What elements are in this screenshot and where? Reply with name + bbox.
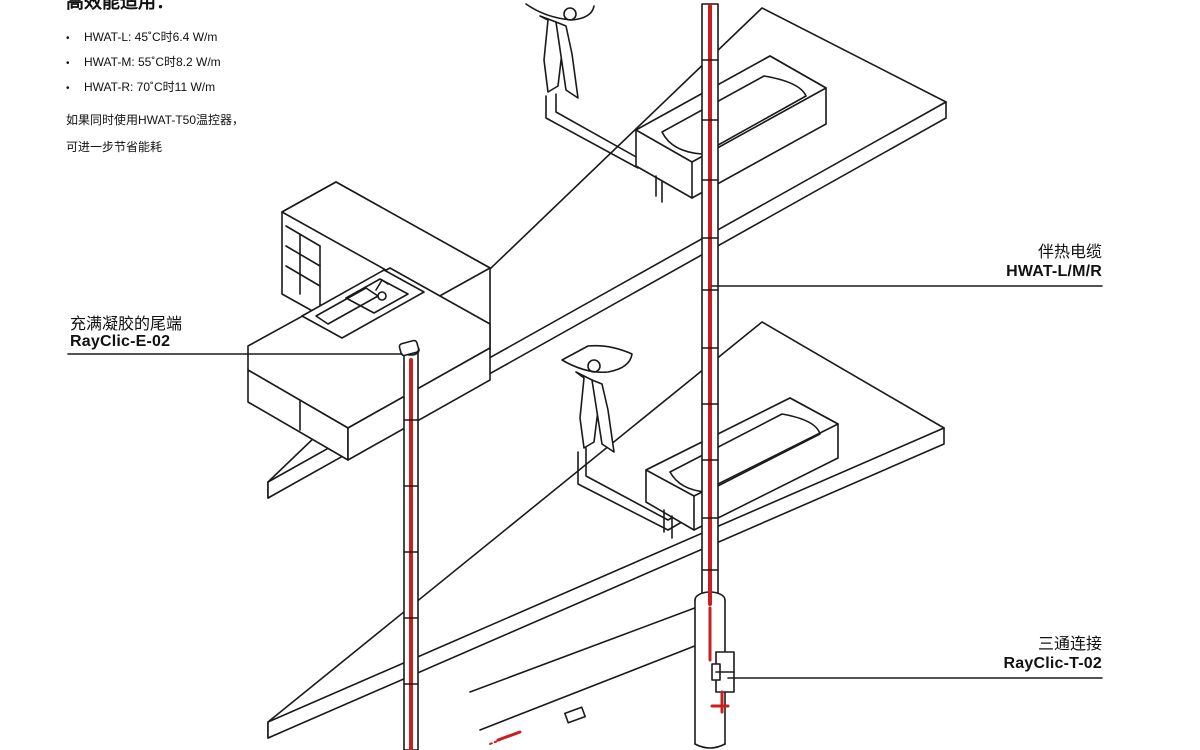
kitchen-counter bbox=[247, 181, 491, 461]
bullet-text: HWAT-M: 55˚C时8.2 W/m bbox=[84, 55, 221, 69]
intro-heading: 高效能适用： bbox=[66, 0, 174, 12]
bullet-text: HWAT-L: 45˚C时6.4 W/m bbox=[84, 30, 218, 44]
bullet-icon: • bbox=[66, 33, 70, 44]
intro-note-line-1: 如果同时使用HWAT-T50温控器， bbox=[66, 113, 245, 127]
branch-cable-ties bbox=[403, 419, 419, 685]
bullet-icon: • bbox=[66, 58, 70, 69]
lower-bathtub bbox=[645, 397, 839, 539]
list-item: • HWAT-R: 70˚C时11 W/m bbox=[66, 78, 221, 103]
heating-cable-label: 伴热电缆 bbox=[1037, 244, 1102, 261]
intro-bullet-list: • HWAT-L: 45˚C时6.4 W/m • HWAT-M: 55˚C时8.2 … bbox=[66, 28, 221, 103]
tee-connection bbox=[710, 651, 735, 714]
riser-cable-ties bbox=[701, 59, 719, 571]
heating-cable-code: HWAT-L/M/R bbox=[1006, 263, 1102, 280]
list-item: • HWAT-L: 45˚C时6.4 W/m bbox=[66, 28, 221, 53]
end-seal-code: RayClic-E-02 bbox=[70, 333, 171, 350]
end-seal bbox=[398, 339, 420, 357]
bullet-icon: • bbox=[66, 83, 70, 94]
list-item: • HWAT-M: 55˚C时8.2 W/m bbox=[66, 53, 221, 78]
end-seal-label: 充满凝胶的尾端 bbox=[70, 316, 183, 333]
intro-note-line-2: 可进一步节省能耗 bbox=[66, 140, 163, 154]
tee-connection-label: 三通连接 bbox=[1037, 636, 1102, 653]
upper-bathtub bbox=[635, 55, 827, 203]
bullet-text: HWAT-R: 70˚C时11 W/m bbox=[84, 80, 216, 94]
tee-connection-code: RayClic-T-02 bbox=[1003, 655, 1102, 672]
lower-washbasin bbox=[561, 344, 707, 531]
